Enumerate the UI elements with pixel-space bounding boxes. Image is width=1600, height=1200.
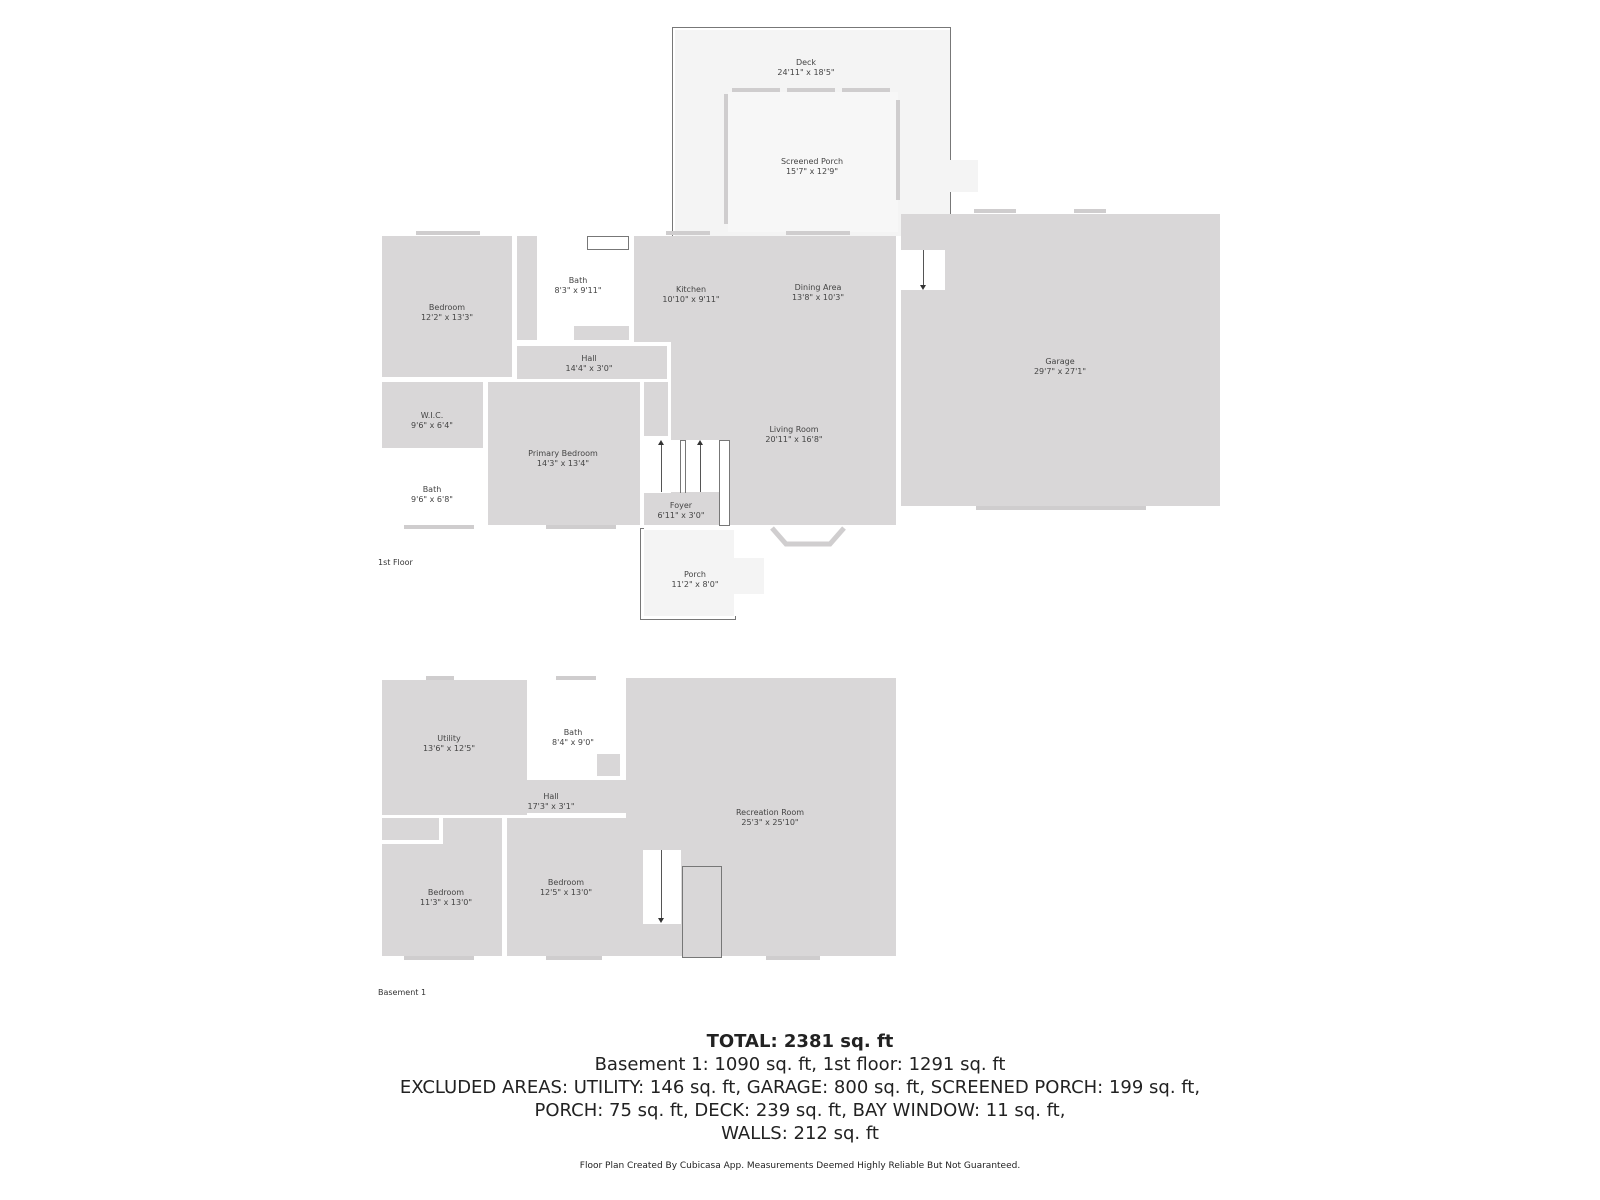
window [546,956,602,960]
window [786,231,850,235]
primary-bath [382,452,483,525]
basement-stairwell [643,850,681,924]
walls-area: WALLS: 212 sq. ft [721,1123,879,1144]
bedroom [382,236,512,377]
disclaimer: Floor Plan Created By Cubicasa App. Meas… [579,1161,1021,1171]
primary-bath-label: Bath 9'6" x 6'8" [411,485,453,504]
coat-closet [644,382,668,436]
screen-panel [896,100,900,200]
basement-hall-label: Hall 17'3" x 3'1" [527,792,575,811]
total-area: TOTAL: 2381 sq. ft [706,1031,894,1052]
shower [597,754,620,776]
screen-panel [842,88,890,92]
porch-railing [640,616,736,620]
closet [614,896,640,956]
bay-window [770,526,846,547]
deck-railing [672,27,951,237]
hall-label: Hall 14'4" x 3'0" [565,354,613,373]
stairwell [644,440,728,492]
porch-label: Porch 11'2" x 8'0" [671,570,719,589]
floor-areas: Basement 1: 1090 sq. ft, 1st floor: 1291… [594,1054,1006,1075]
basement-bedroom-1-label: Bedroom 11'3" x 13'0" [419,888,473,907]
deck-step [948,160,978,192]
stair-line [661,850,662,920]
basement-hall [458,780,640,813]
vanity [587,236,629,250]
window [666,231,710,235]
stair-up-arrow-icon [697,440,703,445]
stair-down-arrow-icon [920,285,926,290]
porch-railing [640,528,644,620]
window [556,676,596,680]
window [766,956,820,960]
window [404,956,474,960]
porch [644,530,734,616]
window [974,209,1016,213]
tub [574,326,629,340]
utility-label: Utility 13'6" x 12'5" [422,734,476,753]
living-room-label: Living Room 20'11" x 16'8" [765,425,823,444]
storage-nook [382,818,439,840]
window [404,525,474,529]
screen-panel [724,94,728,224]
stair-up-arrow-icon [658,440,664,445]
screened-porch [728,92,898,232]
deck-label: Deck 24'11" x 18'5" [777,58,835,77]
screen-panel [732,88,780,92]
stair-rail [680,440,686,494]
excluded-areas-2: PORCH: 75 sq. ft, DECK: 239 sq. ft, BAY … [534,1100,1066,1121]
excluded-areas-1: EXCLUDED AREAS: UTILITY: 146 sq. ft, GAR… [399,1077,1201,1098]
recreation-room-label: Recreation Room 25'3" x 25'10" [735,808,805,827]
stair-line [923,250,924,285]
kitchen [634,236,896,342]
bath [540,236,632,340]
walk-in-closet [382,382,483,448]
garage-label: Garage 29'7" x 27'1" [1033,357,1087,376]
screened-porch-label: Screened Porch 15'7" x 12'9" [780,157,844,176]
window [546,525,616,529]
area-summary: TOTAL: 2381 sq. ft Basement 1: 1090 sq. … [0,1030,1600,1145]
stair-wall [682,866,722,958]
porch-step [734,558,764,594]
basement-floor-label: Basement 1 [378,988,427,997]
primary-bedroom [488,382,640,525]
foyer-label: Foyer 6'11" x 3'0" [657,501,705,520]
stair-line [700,442,701,492]
foyer [644,493,718,525]
kitchen-label: Kitchen 10'10" x 9'11" [662,285,720,304]
bedroom-label: Bedroom 12'2" x 13'3" [420,303,474,322]
basement-bedroom-2-label: Bedroom 12'5" x 13'0" [539,878,593,897]
garage-door [976,506,1146,510]
garage [901,214,1220,506]
stair-down-arrow-icon [658,918,664,923]
wic-label: W.I.C. 9'6" x 6'4" [411,411,453,430]
first-floor-label: 1st Floor [378,558,413,567]
window [1074,209,1106,213]
basement-bedroom-1-upper [443,818,502,846]
closet [517,236,537,340]
dining-area-label: Dining Area 13'8" x 10'3" [791,283,845,302]
stair-rail [719,440,730,526]
basement-bedroom-1 [382,844,502,956]
basement-bath-label: Bath 8'4" x 9'0" [552,728,594,747]
window [416,231,480,235]
bath-label: Bath 8'3" x 9'11" [554,276,602,295]
primary-bedroom-label: Primary Bedroom 14'3" x 13'4" [528,449,598,468]
hall [517,346,667,379]
stair-line [661,442,662,492]
screen-panel [787,88,835,92]
window [426,676,454,680]
